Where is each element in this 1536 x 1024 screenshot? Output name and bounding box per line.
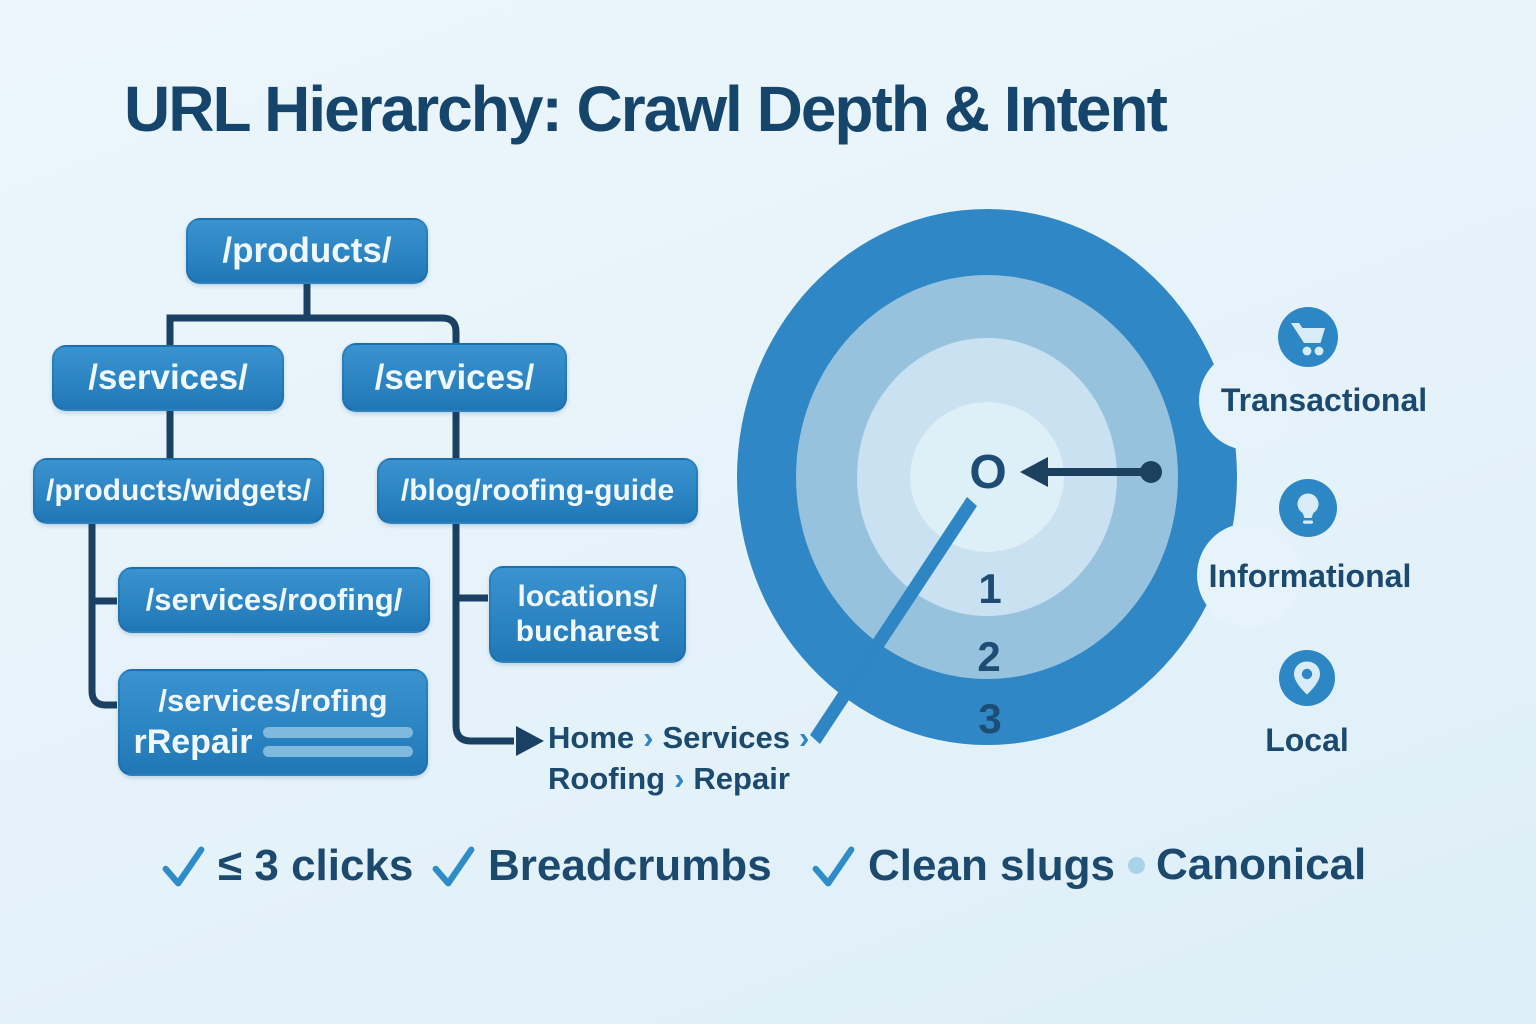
breadcrumb-item-home: Home — [548, 720, 635, 755]
breadcrumb-line1: Home›Services› — [548, 717, 818, 758]
depth-arrowhead-icon — [1020, 457, 1048, 487]
breadcrumb-item-repair: Repair — [693, 761, 790, 796]
depth-label-0: O — [969, 446, 1006, 499]
checkmark-icon — [162, 846, 205, 887]
breadcrumb: Home›Services› Roofing›Repair — [548, 717, 818, 799]
checklist-label: ≤ 3 clicks — [218, 841, 414, 890]
breadcrumb-separator: › — [643, 720, 654, 755]
url-node-services-right: /services/ — [342, 343, 567, 412]
breadcrumb-line2: Roofing›Repair — [548, 758, 818, 799]
dot-marker-icon — [1128, 856, 1145, 874]
url-node-products: /products/ — [186, 218, 428, 284]
connector-right-rail — [452, 524, 514, 745]
location-pin-icon — [1279, 650, 1335, 706]
ring-notch-bottom — [1197, 523, 1301, 627]
breadcrumb-separator: › — [674, 761, 685, 796]
skeleton-bar — [262, 727, 413, 739]
shopping-cart-icon — [1278, 307, 1338, 367]
tree-connectors — [88, 284, 514, 745]
url-node-products-widgets: /products/widgets/ — [33, 458, 324, 524]
checkmark-icon — [812, 846, 855, 887]
url-node-blog-roofing-guide: /blog/roofing-guide — [377, 458, 698, 524]
rofing-line2-row: rRepair — [133, 722, 413, 762]
skeleton-bars — [262, 727, 413, 758]
checklist-item-clean-slugs: Clean slugs — [808, 840, 1115, 892]
checklist-label: Breadcrumbs — [488, 841, 772, 890]
locations-line1: locations/ — [517, 580, 658, 613]
url-node-services-rofing-repair: /services/rofing rRepair — [118, 669, 428, 776]
depth-label-2: 2 — [977, 633, 1000, 680]
depth-label-3: 3 — [978, 695, 1001, 742]
checklist-label: Clean slugs — [868, 841, 1115, 890]
breadcrumb-separator: › — [799, 720, 810, 755]
skeleton-bar — [262, 746, 413, 758]
checklist-item-canonical: Canonical — [1128, 840, 1366, 890]
needle-pointer — [810, 497, 977, 744]
checklist-label: Canonical — [1156, 840, 1367, 889]
crawl-depth-rings: O 1 2 3 — [737, 209, 1301, 745]
checklist-item-3-clicks: ≤ 3 clicks — [158, 840, 413, 892]
url-node-locations-bucharest: locations/ bucharest — [489, 566, 686, 663]
ring-depth-0 — [910, 402, 1064, 552]
lightbulb-icon — [1279, 479, 1337, 537]
breadcrumb-arrowhead-icon — [516, 726, 544, 756]
page-title: URL Hierarchy: Crawl Depth & Intent — [124, 73, 1168, 145]
checkmark-icon — [432, 846, 475, 887]
depth-label-1: 1 — [978, 565, 1001, 612]
url-node-services-roofing: /services/roofing/ — [118, 567, 430, 633]
ring-notch-top — [1199, 350, 1299, 450]
breadcrumb-item-services: Services — [662, 720, 791, 755]
rofing-line1: /services/rofing — [158, 683, 388, 719]
depth-arrow-dot — [1140, 461, 1162, 483]
locations-line2: bucharest — [515, 614, 660, 648]
breadcrumb-item-roofing: Roofing — [548, 761, 666, 796]
intent-label-informational: Informational — [1209, 558, 1412, 594]
url-node-services-left: /services/ — [52, 345, 284, 411]
connector-left-rail — [88, 524, 117, 709]
rofing-repair-label: rRepair — [133, 722, 253, 761]
intent-label-local: Local — [1265, 722, 1349, 758]
connector-top-bar — [166, 314, 460, 346]
intent-label-transactional: Transactional — [1221, 382, 1427, 418]
checklist-item-breadcrumbs: Breadcrumbs — [428, 840, 772, 892]
